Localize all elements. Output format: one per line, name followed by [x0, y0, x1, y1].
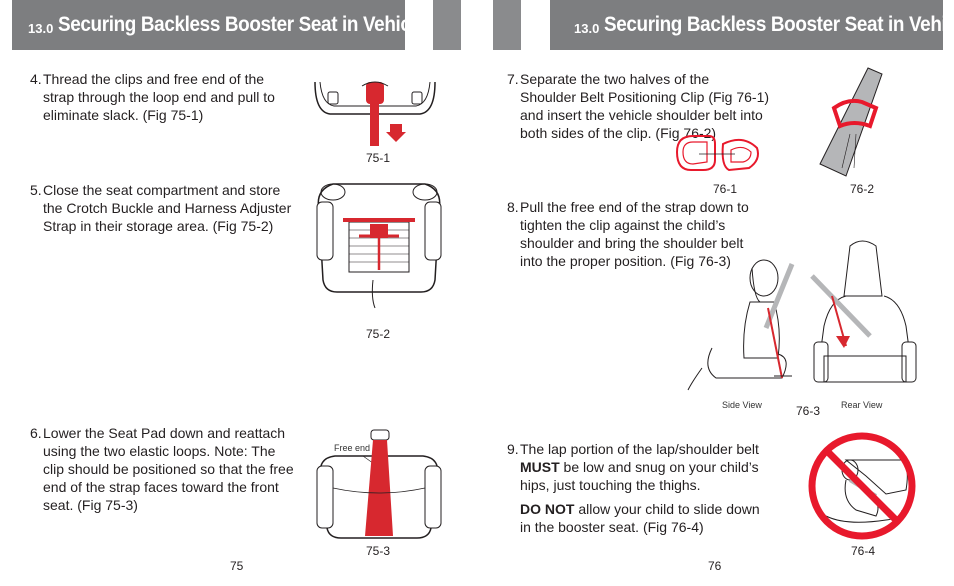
step-4-number: 4.: [30, 71, 42, 87]
step-9-text: The lap portion of the lap/shoulder belt…: [507, 440, 769, 494]
right-section-number: 13.0: [574, 20, 600, 36]
step-4: 4. Thread the clips and free end of the …: [30, 70, 296, 124]
figure-76-2-caption: 76-2: [850, 182, 875, 196]
figure-75-3-illustration: [316, 429, 442, 539]
step-9: 9. The lap portion of the lap/shoulder b…: [507, 440, 769, 536]
left-section-header: 13.0 Securing Backless Booster Seat in V…: [12, 0, 426, 50]
figure-76-4-prohibition-illustration: [808, 432, 916, 540]
step-6-number: 6.: [30, 425, 42, 441]
figure-76-1-caption: 76-1: [713, 182, 738, 196]
figure-76-2-illustration: [819, 67, 883, 177]
figure-75-2-caption: 75-2: [366, 327, 391, 341]
figure-76-3-rear-view-illustration: [810, 240, 917, 383]
figure-76-1-illustration: [675, 135, 759, 172]
step-5-text: Close the seat compartment and store the…: [43, 182, 292, 234]
rear-view-label: Rear View: [841, 400, 883, 410]
free-end-label: Free end: [334, 443, 371, 453]
step-5: 5. Close the seat compartment and store …: [30, 181, 296, 235]
step-8-number: 8.: [507, 199, 519, 215]
left-page: 13.0 Securing Backless Booster Seat in V…: [12, 0, 461, 573]
step-9-warning: DO NOT allow your child to slide down in…: [507, 500, 769, 536]
step-9-text-after: be low and snug on your child’s hips, ju…: [520, 459, 759, 493]
header-divider-block-right: [493, 0, 521, 50]
side-view-label: Side View: [722, 400, 762, 410]
step-4-text: Thread the clips and free end of the str…: [43, 71, 275, 123]
step-6: 6. Lower the Seat Pad down and reattach …: [30, 424, 300, 514]
left-section-number: 13.0: [28, 20, 54, 36]
figure-76-3-caption: 76-3: [796, 404, 821, 418]
left-page-number: 75: [230, 559, 244, 573]
right-section-title: Securing Backless Booster Seat in Vehicl…: [604, 13, 954, 36]
figure-76-3-side-view-illustration: [687, 259, 795, 391]
figure-75-1-illustration: [314, 81, 436, 146]
step-8: 8. Pull the free end of the strap down t…: [507, 198, 769, 270]
step-7-text: Separate the two halves of the Shoulder …: [520, 71, 770, 141]
step-9-number: 9.: [507, 441, 519, 457]
step-8-text: Pull the free end of the strap down to t…: [520, 199, 749, 269]
figure-75-3-caption: 75-3: [366, 544, 391, 558]
figure-75-2-illustration: [316, 183, 442, 309]
right-page-number: 76: [708, 559, 722, 573]
right-section-header: 13.0 Securing Backless Booster Seat in V…: [550, 0, 954, 50]
step-9-warning-text: allow your child to slide down in the bo…: [520, 501, 760, 535]
figure-75-1-caption: 75-1: [366, 151, 391, 165]
right-page: 13.0 Securing Backless Booster Seat in V…: [477, 0, 954, 586]
left-section-title: Securing Backless Booster Seat in Vehicl…: [58, 13, 426, 36]
step-7: 7. Separate the two halves of the Should…: [507, 70, 769, 142]
step-9-text-before: The lap portion of the lap/shoulder belt: [520, 441, 759, 457]
step-7-number: 7.: [507, 71, 519, 87]
step-9-must-emphasis: MUST: [520, 459, 560, 475]
step-5-number: 5.: [30, 182, 42, 198]
header-divider-block: [433, 0, 461, 50]
step-6-text: Lower the Seat Pad down and reattach usi…: [43, 425, 294, 513]
figure-76-4-caption: 76-4: [851, 544, 876, 558]
step-9-do-not-emphasis: DO NOT: [520, 501, 575, 517]
